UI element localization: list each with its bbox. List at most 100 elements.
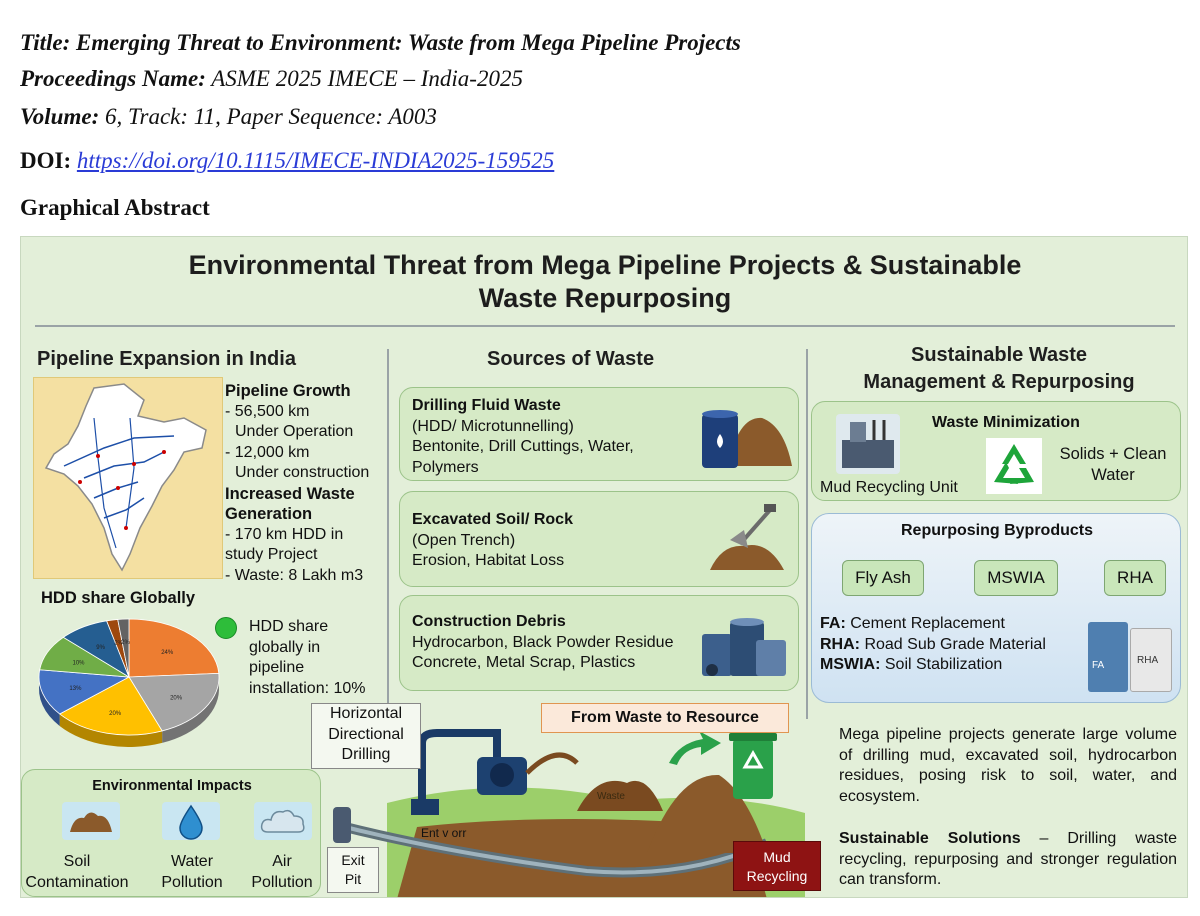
proceedings-line: Proceedings Name: ASME 2025 IMECE – Indi… (20, 66, 523, 92)
growth-line-3: - 12,000 km (225, 443, 310, 461)
hdd-note-line-1: HDD share (249, 618, 329, 635)
chip-rha: RHA (1104, 560, 1166, 596)
pie-slice-label-2: 20% (109, 711, 122, 717)
construction-debris-text: Construction Debris Hydrocarbon, Black P… (412, 612, 673, 674)
volume-line: Volume: 6, Track: 11, Paper Sequence: A0… (20, 104, 437, 130)
excavated-soil-line-1: (Open Trench) (412, 531, 516, 549)
shovel-soil-icon (710, 504, 784, 570)
pie-slice-0 (128, 618, 220, 678)
exit-pit-line-1: Exit (341, 852, 365, 868)
pie-slice-side-1 (162, 673, 219, 743)
use-fa-value: Cement Replacement (845, 615, 1005, 632)
pie-slice-label-5: 9% (96, 645, 105, 651)
hdd-label-line-3: Drilling (341, 746, 391, 763)
mud-recycling-unit-icon (836, 414, 900, 474)
environmental-impacts-heading: Environmental Impacts (92, 778, 252, 794)
drilling-fluid-title: Drilling Fluid Waste (412, 397, 561, 414)
paper-title: Title: Emerging Threat to Environment: W… (20, 30, 741, 55)
pie-slice-label-1: 20% (170, 695, 183, 701)
hdd-note-line-2: globally in (249, 638, 321, 656)
waste-minimization-title: Waste Minimization (932, 414, 1080, 431)
hdd-share-heading: HDD share Globally (41, 589, 196, 607)
proceedings-key: Proceedings Name: (20, 66, 206, 91)
sustainable-heading-line-1: Sustainable Waste (911, 344, 1087, 366)
abstract-title-line-2: Waste Repurposing (478, 283, 732, 313)
waste-minimization-card: Waste Minimization Mud Recycling Unit So… (811, 401, 1181, 501)
hdd-note-line-3: pipeline (249, 659, 305, 676)
pie-slice-2 (58, 676, 163, 736)
fa-bag-icon: FA (1088, 622, 1128, 692)
oil-barrel-icon (702, 410, 792, 468)
chip-fly-ash: Fly Ash (842, 560, 924, 596)
use-mswia: MSWIA: Soil Stabilization (820, 655, 1046, 676)
mud-recycling-line-2: Recycling (746, 868, 808, 884)
fa-bag-label: FA (1092, 660, 1105, 671)
growth-line-1: - 56,500 km (225, 402, 310, 420)
sustainable-management-heading: Sustainable Waste Management & Repurposi… (811, 342, 1187, 396)
drilling-fluid-line-3: Polymers (412, 458, 479, 476)
debris-drums-icon (702, 618, 786, 676)
pie-slice-side-2 (59, 713, 163, 747)
solutions-value: – Drilling waste recycling, repurposing … (839, 830, 1177, 888)
impact-air-line-1: Air (272, 853, 292, 870)
impact-soil-line-2: Contamination (25, 873, 129, 891)
use-rha-value: Road Sub Grade Material (860, 635, 1046, 653)
construction-debris-line-1: Hydrocarbon, Black Powder Residue (412, 633, 674, 651)
doi-colon: : (63, 148, 77, 173)
doi-key: DOI (20, 148, 64, 173)
solutions-paragraph: Sustainable Solutions – Drilling waste r… (839, 829, 1177, 891)
doi-link[interactable]: https://doi.org/10.1115/IMECE-INDIA2025-… (76, 148, 555, 173)
from-waste-to-resource-banner: From Waste to Resource (541, 703, 789, 733)
solids-line-2: Water (1091, 465, 1135, 484)
impact-air-label: Air Pollution (242, 852, 322, 893)
use-mswia-key: MSWIA: (820, 656, 881, 673)
pie-slice-label-0: 24% (161, 650, 174, 656)
byproduct-uses: FA: Cement Replacement RHA: Road Sub Gra… (820, 614, 1046, 676)
source-card-drilling-fluid: Drilling Fluid Waste (HDD/ Microtunnelli… (399, 387, 799, 481)
exit-pit-line-2: Pit (344, 871, 362, 887)
graphical-abstract-label: Graphical Abstract (20, 195, 210, 220)
drilling-fluid-line-2: Bentonite, Drill Cuttings, Water, (412, 438, 634, 455)
drilling-scene-illustration: Waste Ent v orr (327, 703, 805, 897)
impact-water-label: Water Pollution (142, 852, 242, 893)
volume-key: Volume: (20, 104, 100, 129)
mud-recycling-line-1: Mud (763, 849, 791, 865)
impact-water-line-1: Water (170, 853, 214, 870)
use-rha-key: RHA: (820, 635, 860, 653)
hdd-pie-chart: 24%20%20%13%10%9%2%2% (33, 613, 225, 761)
rha-bag-icon: RHA (1130, 628, 1172, 692)
construction-debris-line-2: Concrete, Metal Scrap, Plastics (412, 654, 636, 671)
pile-label: Waste (597, 791, 625, 802)
waste-generation-title-2: Generation (225, 505, 313, 523)
solids-line-1: Solids + Clean (1059, 445, 1167, 463)
pie-slice-1 (128, 672, 220, 732)
abstract-title: Environmental Threat from Mega Pipeline … (21, 249, 1187, 315)
repurposing-title: Repurposing Byproducts (900, 522, 1093, 539)
hdd-share-note: HDD share globally in pipeline installat… (249, 617, 389, 699)
graphical-abstract: Environmental Threat from Mega Pipeline … (20, 236, 1188, 898)
solutions-key: Sustainable Solutions (839, 830, 1021, 847)
construction-debris-title: Construction Debris (412, 613, 566, 630)
impact-air-line-2: Pollution (251, 873, 313, 891)
source-card-excavated-soil: Excavated Soil/ Rock (Open Trench) Erosi… (399, 491, 799, 587)
source-card-construction-debris: Construction Debris Hydrocarbon, Black P… (399, 595, 799, 691)
waste-generation-title-1: Increased Waste (225, 484, 355, 503)
waste-line-1: - 170 km HDD in (225, 525, 344, 543)
use-fa: FA: Cement Replacement (820, 614, 1046, 635)
recycle-icon (986, 438, 1042, 494)
hdd-label-line-2: Directional (328, 725, 404, 743)
hdd-pie-svg: 24%20%20%13%10%9%2%2% (38, 618, 220, 747)
pie-slice-3 (38, 669, 131, 715)
india-map-icon (44, 383, 207, 572)
pie-slice-label-6: 2% (114, 641, 123, 647)
use-mswia-value: Soil Stabilization (880, 656, 1003, 673)
impact-soil-label: Soil Contamination (22, 852, 132, 893)
doi-line: DOI: https://doi.org/10.1115/IMECE-INDIA… (20, 148, 554, 174)
excavated-soil-text: Excavated Soil/ Rock (Open Trench) Erosi… (412, 510, 573, 572)
sources-of-waste-heading: Sources of Waste (487, 348, 655, 370)
mud-recycling-box: Mud Recycling (733, 841, 821, 891)
pie-slice-label-4: 10% (73, 661, 86, 667)
column-divider-left (387, 349, 389, 719)
summary-paragraph: Mega pipeline projects generate large vo… (839, 726, 1177, 805)
waste-to-resource-scene: Waste Ent v orr (327, 703, 805, 897)
